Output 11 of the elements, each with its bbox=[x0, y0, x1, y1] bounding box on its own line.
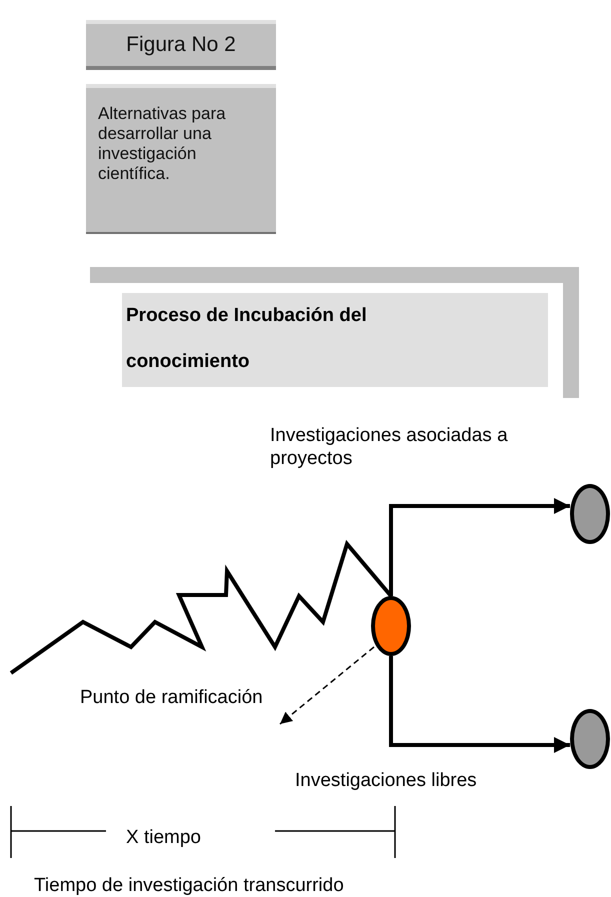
branch-label: Investigaciones libres bbox=[295, 769, 477, 793]
figure-number-box: Figura No 2 bbox=[86, 20, 276, 70]
dimension-label: X tiempo bbox=[126, 826, 201, 850]
arrow bbox=[389, 498, 570, 596]
title-box: Proceso de Incubación del conocimiento bbox=[122, 293, 548, 387]
branch-label: Investigaciones asociadas a proyectos bbox=[270, 424, 509, 470]
arrow bbox=[389, 656, 570, 753]
description-box: Alternativas para desarrollar una investigación científica. bbox=[86, 84, 276, 234]
dashed-arrow bbox=[280, 646, 374, 725]
axis-caption: Tiempo de investigación transcurrido bbox=[34, 874, 344, 897]
branch-point-label: Punto de ramificación bbox=[80, 686, 280, 746]
